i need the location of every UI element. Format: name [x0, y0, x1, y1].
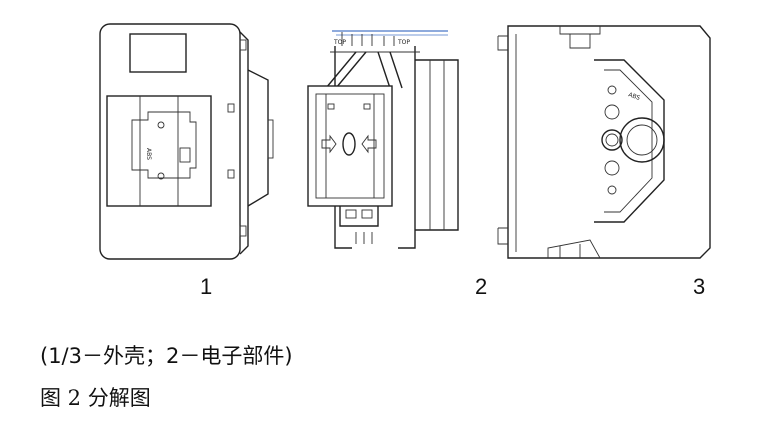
part-label-1: 1 — [200, 274, 213, 299]
figure-caption: 图 2 分解图 — [40, 386, 151, 410]
top-marking-right: TOP — [397, 39, 410, 46]
part-3-housing-side: ABS — [497, 25, 711, 259]
exploded-view-figure: ABS TOP TOP — [99, 23, 711, 260]
parts-legend: (1/3－外壳；2－电子部件) — [40, 344, 293, 368]
part-1-housing-front: ABS — [99, 23, 274, 260]
part-label-3: 3 — [693, 274, 706, 299]
abs-marking-1: ABS — [145, 148, 152, 160]
top-marking-left: TOP — [333, 39, 346, 46]
abs-marking-3: ABS — [627, 91, 641, 102]
part-2-electronic-module: TOP TOP — [307, 30, 459, 249]
part-label-2: 2 — [475, 274, 488, 299]
